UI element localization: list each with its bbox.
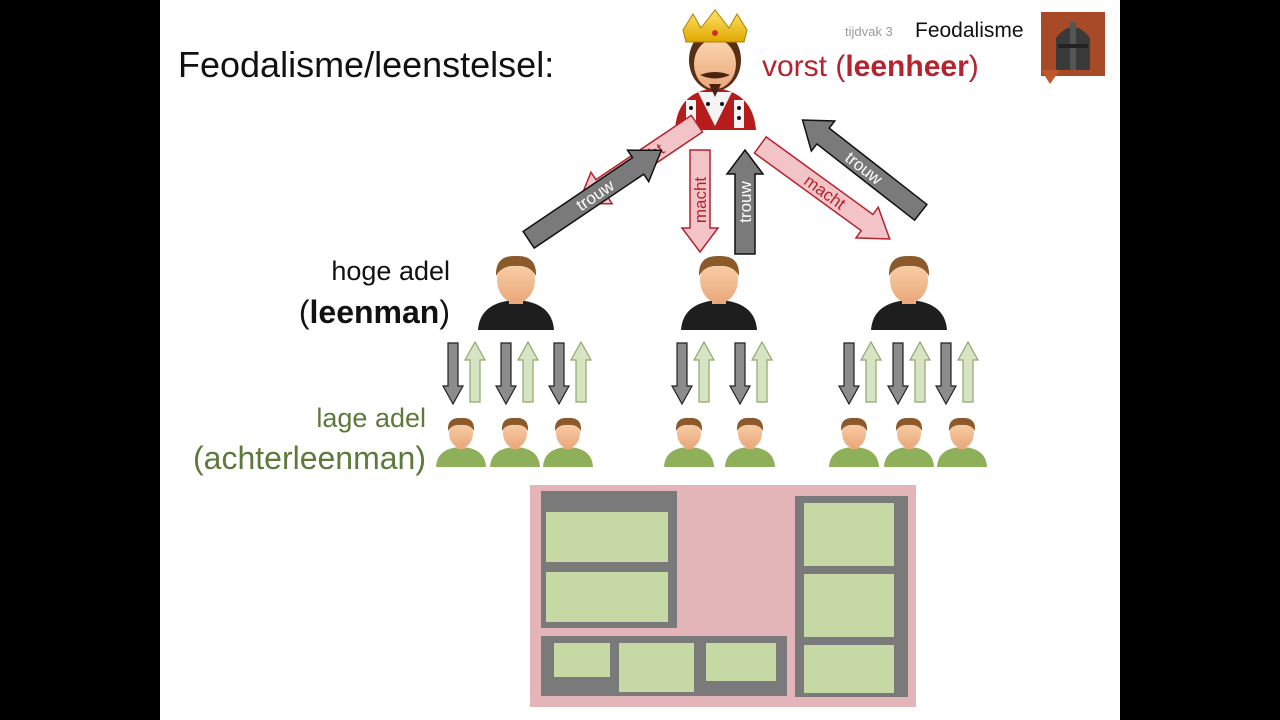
person-icon [681,255,757,330]
small-arrow-up [859,340,883,403]
vorst-bold: leenheer [845,50,969,83]
small-arrow-up [692,340,716,403]
small-arrow-up [956,340,980,403]
header-period: tijdvak 3 [845,24,893,39]
small-arrow-up [516,340,540,403]
small-arrow-down [670,342,694,406]
small-arrow-down [886,342,910,406]
lage-adel-label: lage adel [316,403,426,433]
header-topic: Feodalisme [915,19,1024,42]
small-arrow-down [934,342,958,406]
arrow-trouw-left: trouw [522,149,663,250]
leenman-bold: leenman [309,294,440,330]
leenman-suffix: ) [439,294,450,330]
slide: Feodalisme/leenstelsel: tijdvak 3 Feodal… [160,0,1120,720]
small-person-icon [664,417,714,467]
small-arrow-down [728,342,752,406]
feudal-diagram: macht trouw macht trouw macht trouw [436,9,1105,707]
small-arrow-up [908,340,932,403]
leenman-prefix: ( [298,294,310,330]
small-arrow-down [837,342,861,406]
achterleenman-label: (achterleenman) [193,440,426,476]
small-person-icon [884,417,934,467]
arrow-macht-center: macht [680,149,720,254]
page-title: Feodalisme/leenstelsel: [178,44,555,85]
box-diagram [530,485,916,707]
vorst-label: vorst (leenheer) [762,50,979,84]
small-person-icon [490,417,540,467]
small-person-icon [543,417,593,467]
knight-helmet-icon [1041,12,1105,84]
person-icon [478,255,554,330]
arrow-trouw-center: trouw [725,148,765,255]
lage-adel-persons [436,417,987,467]
small-person-icon [937,417,987,467]
vorst-prefix: vorst ( [762,50,846,83]
king-icon [675,9,756,130]
arrow-label-macht: macht [691,177,710,224]
person-icon [871,255,947,330]
small-arrow-down [494,342,518,406]
small-arrow-down [441,342,465,406]
small-person-icon [436,417,486,467]
leenman-label: (leenman) [299,294,450,331]
small-arrow-pairs [441,340,980,406]
small-arrow-down [547,342,571,406]
small-arrow-up [463,340,487,403]
hoge-adel-label: hoge adel [331,256,450,286]
vorst-suffix: ) [968,50,979,83]
small-arrow-up [750,340,774,403]
small-arrow-up [569,340,593,403]
arrow-label-trouw: trouw [736,180,755,222]
small-person-icon [829,417,879,467]
small-person-icon [725,417,775,467]
